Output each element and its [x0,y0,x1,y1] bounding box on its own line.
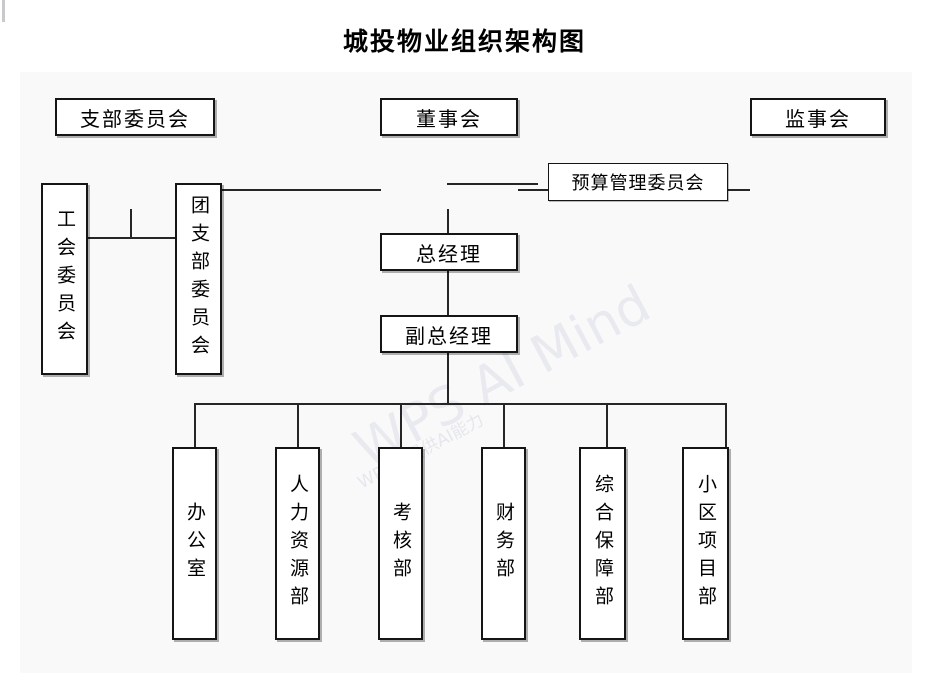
connector-to-hr [297,403,299,447]
connector-to-assessment [400,403,402,447]
connector-to-office [194,403,196,447]
node-office[interactable]: 办公室 [172,447,217,640]
connector-to-support [606,403,608,447]
node-hr-department[interactable]: 人力资源部 [275,447,320,640]
node-community-project-department[interactable]: 小区项目部 [682,447,729,640]
connector-to-community-project [725,403,727,447]
node-youth-league-committee-label: 团支部委员会 [188,195,210,363]
node-assessment-department-label: 考核部 [390,501,412,586]
node-finance-department[interactable]: 财务部 [481,447,526,640]
node-board-of-supervisors-label: 监事会 [785,106,851,131]
node-youth-league-committee[interactable]: 团支部委员会 [175,183,222,375]
node-board-of-directors-label: 董事会 [416,106,482,131]
node-hr-department-label: 人力资源部 [287,473,309,614]
page-title: 城投物业组织架构图 [342,27,586,56]
node-labor-union-committee-label: 工会委员会 [54,209,76,349]
page-margin-mark [2,0,5,22]
node-branch-committee-label: 支部委员会 [80,106,190,131]
node-budget-committee[interactable]: 预算管理委员会 [548,163,728,201]
connector-to-finance [503,403,505,447]
node-finance-department-label: 财务部 [493,501,515,586]
node-general-manager-label: 总经理 [416,241,482,266]
node-support-department[interactable]: 综合保障部 [579,447,626,640]
node-budget-committee-label: 预算管理委员会 [571,173,705,194]
org-chart-panel: WPS AI Mind WPS仅提供AI能力 支部委员会 董事会 监事会 预算管… [20,72,912,673]
connector-branch-to-board [215,189,381,191]
connector-branch-bus [65,237,198,239]
node-assessment-department[interactable]: 考核部 [378,447,423,640]
connector-to-budget-committee [447,183,538,185]
node-office-label: 办公室 [184,501,206,586]
node-community-project-department-label: 小区项目部 [695,473,717,614]
node-branch-committee[interactable]: 支部委员会 [55,98,215,136]
node-general-manager[interactable]: 总经理 [380,233,518,271]
node-labor-union-committee[interactable]: 工会委员会 [41,183,88,375]
node-deputy-general-manager[interactable]: 副总经理 [380,315,518,353]
connector-gm-to-deputy [447,271,449,317]
node-support-department-label: 综合保障部 [592,473,614,614]
connector-deputy-drop [447,353,449,405]
connector-branch-drop [130,209,132,239]
connector-department-bus [194,403,727,405]
node-deputy-general-manager-label: 副总经理 [405,323,493,348]
node-board-of-supervisors[interactable]: 监事会 [750,98,886,136]
node-board-of-directors[interactable]: 董事会 [380,98,518,136]
